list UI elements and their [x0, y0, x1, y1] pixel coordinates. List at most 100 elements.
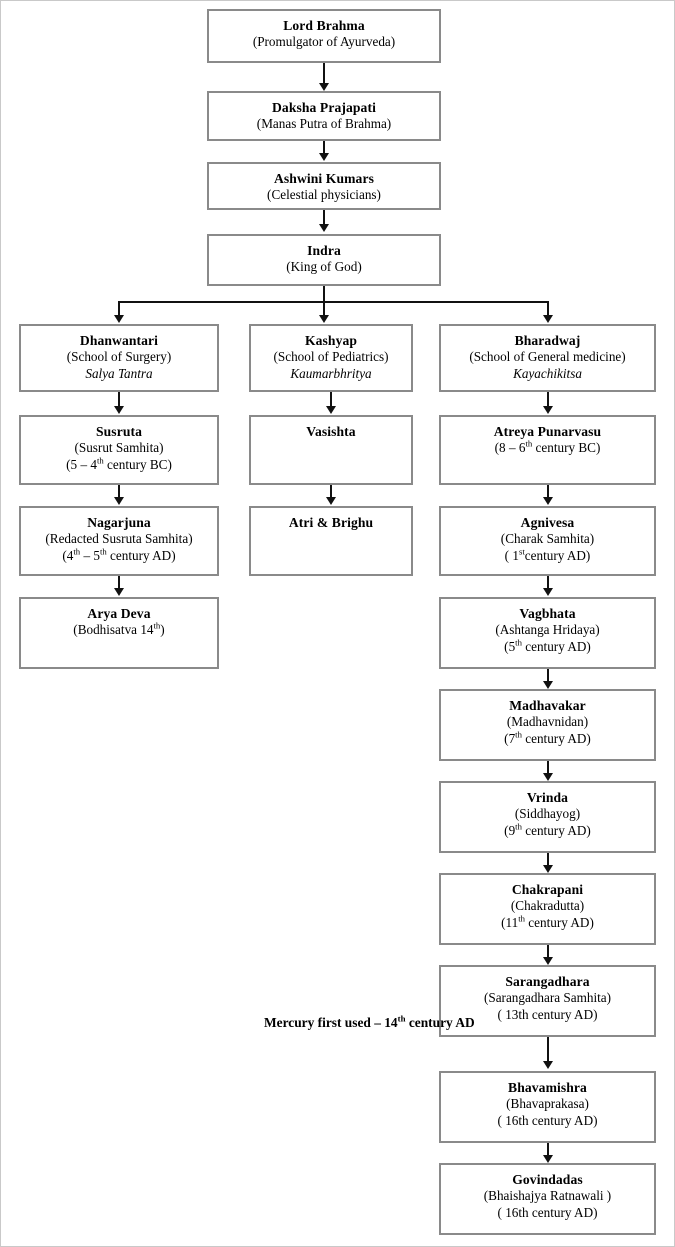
arrow-ashwini-indra	[319, 224, 329, 232]
node-title: Sarangadhara	[505, 974, 590, 989]
node-title: Ashwini Kumars	[274, 171, 374, 186]
node-subtitle: (Celestial physicians)	[267, 187, 381, 203]
node-title: Daksha Prajapati	[272, 100, 376, 115]
branch-drop-left	[118, 301, 120, 317]
branch-drop-center	[323, 301, 325, 317]
node-title: Vagbhata	[519, 606, 576, 621]
arrow-sarangadhara-bhavamishra	[543, 1061, 553, 1069]
arrow-agnivesa-vagbhata	[543, 588, 553, 596]
connector-indra-bus	[323, 286, 325, 303]
connector-daksha-ashwini	[323, 141, 325, 155]
branch-drop-right	[547, 301, 549, 317]
arrow-vrinda-chakrapani	[543, 865, 553, 873]
node-arya-deva: Arya Deva (Bodhisatva 14th)	[19, 597, 219, 669]
node-date: ( 1stcentury AD)	[504, 546, 591, 564]
arrow-chakrapani-sarangadhara	[543, 957, 553, 965]
node-subtitle: (School of Pediatrics)	[273, 349, 389, 365]
node-subtitle: (Bodhisatva 14th)	[73, 621, 165, 638]
node-sanskrit-term: Kayachikitsa	[513, 366, 582, 382]
node-atri-brighu: Atri & Brighu	[249, 506, 413, 576]
node-date: (4th – 5th century AD)	[62, 546, 176, 564]
arrow-nagarjuna-aryadeva	[114, 588, 124, 596]
arrow-to-dhanwantari	[114, 315, 124, 323]
node-govindadas: Govindadas (Bhaishajya Ratnawali ) ( 16t…	[439, 1163, 656, 1235]
node-title: Lord Brahma	[283, 18, 365, 33]
arrow-bharadwaj-atreya	[543, 406, 553, 414]
node-kashyap: Kashyap (School of Pediatrics) Kaumarbhr…	[249, 324, 413, 392]
node-subtitle: (Sarangadhara Samhita)	[483, 990, 612, 1006]
node-subtitle: (Charak Samhita)	[500, 531, 595, 547]
node-sanskrit-term: Salya Tantra	[85, 366, 153, 382]
node-title: Bharadwaj	[514, 333, 581, 348]
node-vrinda: Vrinda (Siddhayog) (9th century AD)	[439, 781, 656, 853]
node-title: Susruta	[95, 424, 143, 439]
node-subtitle: (School of General medicine)	[469, 349, 626, 365]
node-sarangadhara: Sarangadhara (Sarangadhara Samhita) ( 13…	[439, 965, 656, 1037]
branch-bus	[118, 301, 549, 303]
node-subtitle: (Promulgator of Ayurveda)	[252, 34, 396, 50]
node-dhanwantari: Dhanwantari (School of Surgery) Salya Ta…	[19, 324, 219, 392]
arrow-madhavakar-vrinda	[543, 773, 553, 781]
node-nagarjuna: Nagarjuna (Redacted Susruta Samhita) (4t…	[19, 506, 219, 576]
node-subtitle: (Bhaishajya Ratnawali )	[483, 1188, 612, 1204]
arrow-dhanwantari-susruta	[114, 406, 124, 414]
node-date: ( 13th century AD)	[497, 1007, 598, 1023]
node-title: Kashyap	[304, 333, 358, 348]
node-subtitle: (School of Surgery)	[66, 349, 172, 365]
node-title: Agnivesa	[520, 515, 575, 530]
connector-bharadwaj-atreya	[547, 392, 549, 409]
connector-kashyap-vasishta	[330, 392, 332, 409]
connector-atreya-agnivesa	[547, 485, 549, 501]
node-title: Arya Deva	[87, 606, 151, 621]
connector-brahma-daksha	[323, 63, 325, 85]
node-date: (7th century AD)	[504, 729, 591, 747]
node-title: Nagarjuna	[87, 515, 151, 530]
node-agnivesa: Agnivesa (Charak Samhita) ( 1stcentury A…	[439, 506, 656, 576]
superscript-ordinal: th	[397, 1013, 406, 1024]
connector-vasishta-atri	[330, 485, 332, 501]
connector-dhanwantari-susruta	[118, 392, 120, 409]
node-title: Govindadas	[512, 1172, 583, 1187]
node-subtitle: (Siddhayog)	[514, 806, 581, 822]
connector-ashwini-indra	[323, 210, 325, 226]
node-subtitle: (Madhavnidan)	[506, 714, 589, 730]
node-date: (9th century AD)	[504, 821, 591, 839]
superscript-ordinal: th	[518, 913, 525, 924]
node-vasishta: Vasishta	[249, 415, 413, 485]
node-title: Bhavamishra	[508, 1080, 587, 1095]
superscript-ordinal: th	[515, 637, 522, 648]
superscript-ordinal: th	[73, 546, 81, 557]
node-subtitle: (Chakradutta)	[510, 898, 585, 914]
arrow-vagbhata-madhavakar	[543, 681, 553, 689]
connector-sarangadhara-bhavamishra	[547, 1037, 549, 1063]
node-subtitle: (Redacted Susruta Samhita)	[45, 531, 193, 547]
superscript-ordinal: th	[525, 439, 533, 449]
node-atreya-punarvasu: Atreya Punarvasu (8 – 6th century BC)	[439, 415, 656, 485]
connector-vagbhata-madhavakar	[547, 669, 549, 683]
node-vagbhata: Vagbhata (Ashtanga Hridaya) (5th century…	[439, 597, 656, 669]
arrow-bhavamishra-govindadas	[543, 1155, 553, 1163]
node-indra: Indra (King of God)	[207, 234, 441, 286]
node-bharadwaj: Bharadwaj (School of General medicine) K…	[439, 324, 656, 392]
node-ashwini-kumars: Ashwini Kumars (Celestial physicians)	[207, 162, 441, 210]
node-date: (5th century AD)	[504, 637, 591, 655]
connector-chakrapani-sarangadhara	[547, 945, 549, 959]
superscript-ordinal: st	[518, 546, 525, 557]
node-subtitle: (Ashtanga Hridaya)	[495, 622, 600, 638]
node-title: Atreya Punarvasu	[493, 424, 602, 439]
node-date: ( 16th century AD)	[497, 1205, 598, 1221]
node-susruta: Susruta (Susrut Samhita) (5 – 4th centur…	[19, 415, 219, 485]
node-date: (8 – 6th century BC)	[494, 439, 601, 456]
node-title: Vasishta	[306, 424, 356, 439]
arrow-daksha-ashwini	[319, 153, 329, 161]
node-title: Chakrapani	[511, 882, 584, 897]
node-title: Dhanwantari	[79, 333, 159, 348]
arrow-vasishta-atri	[326, 497, 336, 505]
superscript-ordinal: th	[515, 729, 522, 740]
superscript-ordinal: th	[96, 455, 104, 466]
connector-vrinda-chakrapani	[547, 853, 549, 867]
connector-madhavakar-vrinda	[547, 761, 549, 775]
arrow-susruta-nagarjuna	[114, 497, 124, 505]
connector-nagarjuna-aryadeva	[118, 576, 120, 590]
